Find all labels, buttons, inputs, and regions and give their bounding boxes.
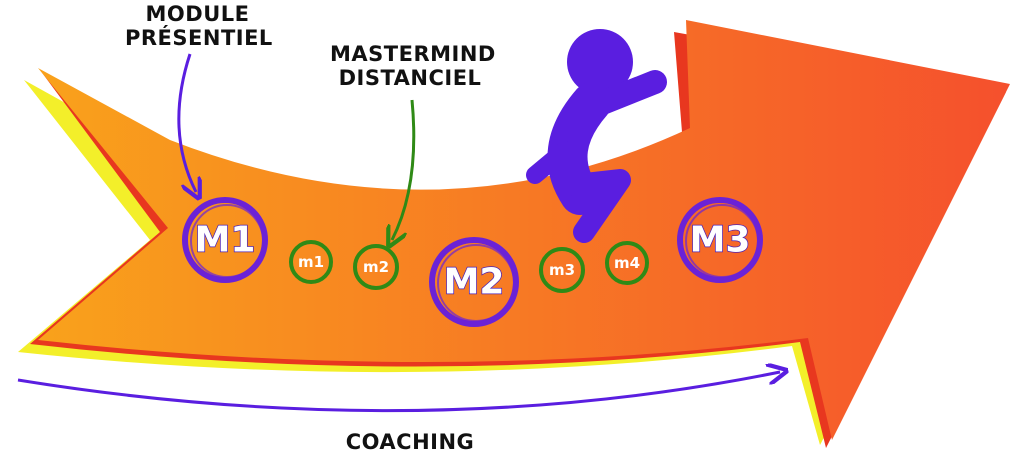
node-m1: M1 (182, 197, 268, 283)
node-label: m3 (549, 261, 575, 279)
node-m2: m2 (353, 244, 399, 290)
node-ring (289, 240, 333, 284)
climbing-person-icon (526, 29, 667, 243)
node-label: M1 (195, 220, 256, 261)
node-ring (182, 197, 268, 283)
callout-presentiel-line1: MODULE (145, 2, 250, 26)
presentiel-leader-line (177, 53, 196, 192)
callout-module-presentiel: MODULE PRÉSENTIEL (125, 2, 273, 50)
nodes-layer: M1 m1 m2 M2 m3 m4 M3 (182, 197, 763, 327)
callout-distanciel-line2: DISTANCIEL (338, 66, 482, 90)
node-ring (605, 241, 649, 285)
node-label: m1 (298, 253, 324, 271)
node-m3: m3 (539, 247, 585, 293)
node-ring-inner (437, 244, 515, 322)
node-label: m2 (363, 258, 389, 276)
node-m3: M3 (677, 197, 763, 283)
node-m2: M2 (429, 237, 519, 327)
callout-mastermind-distanciel: MASTERMIND DISTANCIEL (330, 42, 496, 90)
distanciel-leader-line (392, 99, 416, 240)
coaching-timeline-arrow (17, 372, 780, 413)
node-ring-inner (685, 204, 759, 278)
node-label: M2 (444, 262, 505, 303)
caption-coaching: COACHING (345, 430, 475, 454)
node-ring (429, 237, 519, 327)
node-label: M3 (690, 220, 751, 261)
journey-arrow (38, 20, 1010, 440)
callout-presentiel-line2: PRÉSENTIEL (125, 26, 273, 50)
node-label: m4 (614, 254, 640, 272)
node-m1: m1 (289, 240, 333, 284)
node-ring-inner (190, 204, 264, 278)
node-ring (353, 244, 399, 290)
node-ring (539, 247, 585, 293)
node-ring (677, 197, 763, 283)
callout-distanciel-line1: MASTERMIND (330, 42, 496, 66)
node-m4: m4 (605, 241, 649, 285)
